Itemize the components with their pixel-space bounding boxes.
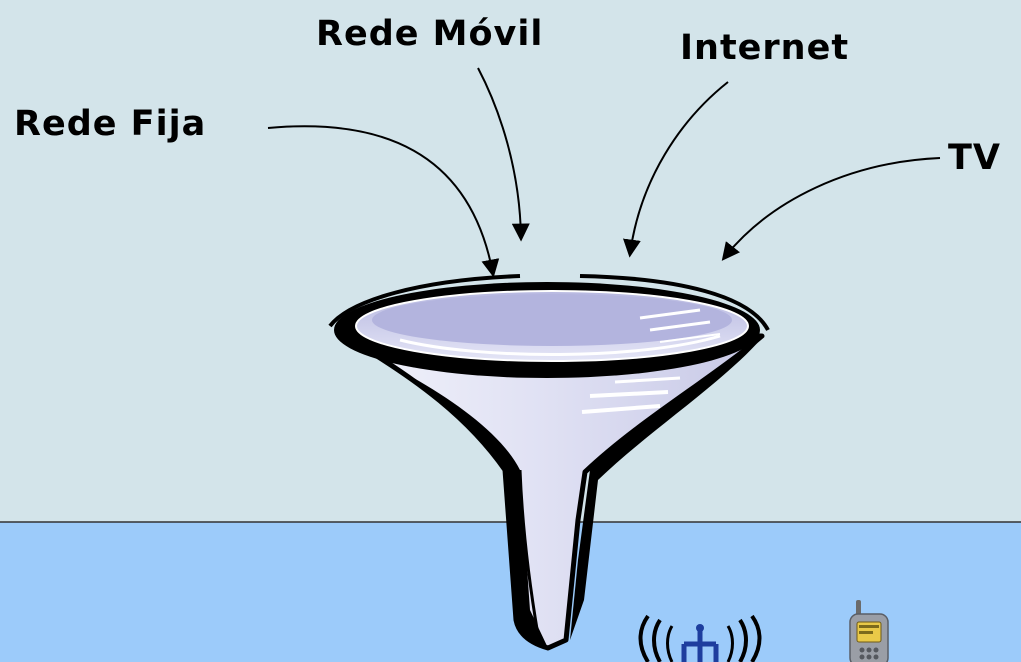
label-internet: Internet <box>680 28 849 68</box>
label-tv: TV <box>948 138 1001 178</box>
label-mobile-network: Rede Móvil <box>316 14 543 54</box>
label-fixed-network: Rede Fija <box>14 104 206 144</box>
